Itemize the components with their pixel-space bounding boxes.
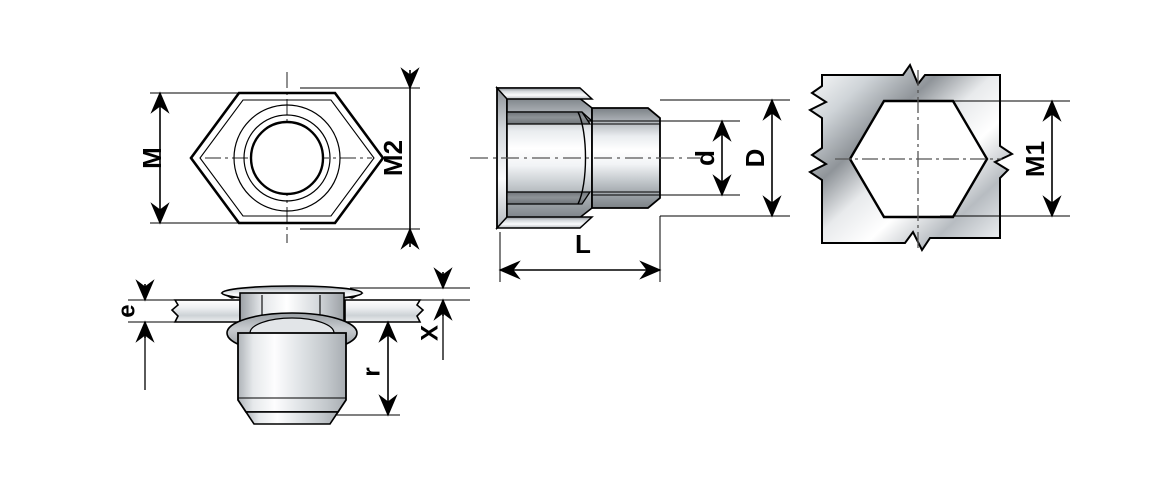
hex-flat-bottom <box>506 191 592 205</box>
body-below-sheet <box>237 332 347 413</box>
flange-face-top <box>495 87 594 100</box>
hex-flat-top-2 <box>506 111 592 125</box>
dim-label-r: r <box>359 367 386 376</box>
sheet-right <box>344 299 425 323</box>
dim-label-e: e <box>114 304 141 317</box>
dim-label-x: X <box>417 325 444 341</box>
view-plate-hole: M1 <box>808 62 1070 252</box>
dim-label-m1: M1 <box>1020 141 1050 177</box>
view-installed-section: e X r <box>114 267 470 425</box>
hex-inner-outline <box>199 99 375 217</box>
flange-face-bottom <box>495 216 594 229</box>
dim-label-d: d <box>690 150 720 166</box>
view-front-hex: M M2 <box>137 67 420 250</box>
dim-label-dd: D <box>740 149 770 168</box>
dim-label-m2: M2 <box>378 140 408 176</box>
circle-thread-bore <box>249 120 325 196</box>
circle-middle <box>243 114 331 202</box>
sheet-left <box>170 299 241 323</box>
circle-outer <box>233 104 341 212</box>
hex-outer-outline <box>189 91 385 225</box>
dim-label-m: M <box>137 147 167 169</box>
dim-label-l: L <box>575 229 591 259</box>
body-end-taper <box>244 411 340 425</box>
view-side-section: d D L <box>470 85 790 282</box>
hex-corner-curve <box>577 111 587 205</box>
